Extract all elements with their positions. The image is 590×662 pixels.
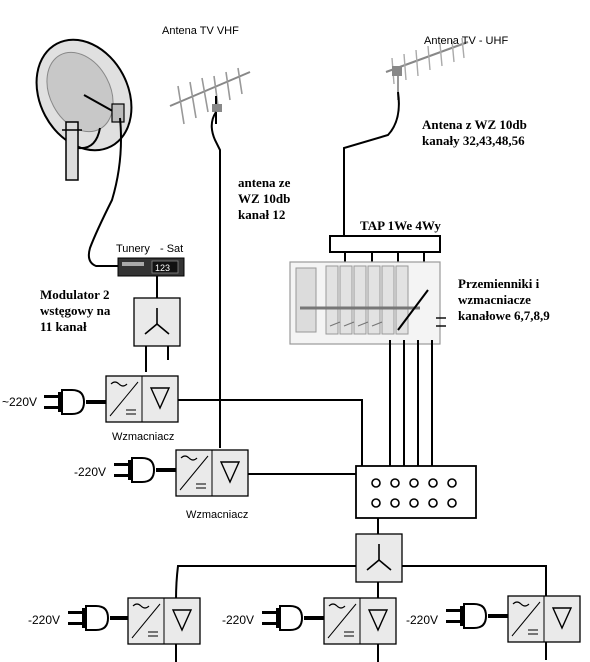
modulator-note-line2: wstęgowy na <box>40 303 111 318</box>
power-plug-icon-5 <box>445 603 487 629</box>
uhf-antenna-label: Antena TV - UHF <box>424 35 508 47</box>
amplifier-icon-1 <box>105 375 179 423</box>
vhf-note-line1: antena ze <box>238 175 291 190</box>
power-label-2: -220V <box>74 465 106 479</box>
amplifier-icon-4 <box>323 597 397 645</box>
vhf-antenna-label: Antena TV VHF <box>162 25 239 37</box>
power-plug-icon-4 <box>261 605 303 631</box>
amplifier-label-2: Wzmacniacz <box>186 509 248 521</box>
tap-label: TAP 1We 4Wy <box>360 218 441 233</box>
vhf-note-line3: kanał 12 <box>238 207 285 222</box>
power-plug-icon-2 <box>113 457 155 483</box>
power-label-4: -220V <box>222 613 254 627</box>
amplifier-label-1: Wzmacniacz <box>112 431 174 443</box>
channel-converter-rack <box>289 261 446 345</box>
sat-label: - Sat <box>160 243 183 255</box>
tap-splitter <box>329 235 441 253</box>
amplifier-icon-3 <box>127 597 201 645</box>
power-plug-icon-3 <box>67 605 109 631</box>
vhf-note-line2: WZ 10db <box>238 191 290 206</box>
converters-note-line1: Przemienniki i <box>458 276 540 291</box>
tuner-label: Tunery <box>116 243 150 255</box>
vhf-yagi-antenna-icon <box>169 67 251 125</box>
satellite-dish-icon <box>35 38 133 181</box>
power-plug-icon-1 <box>43 389 85 415</box>
converters-note-line3: kanałowe 6,7,8,9 <box>458 308 550 323</box>
amplifier-icon-5 <box>507 595 581 643</box>
power-label-5: -220V <box>406 613 438 627</box>
modulator-note-line3: 11 kanał <box>40 319 87 334</box>
distribution-splitter-icon <box>355 533 403 583</box>
modulator-splitter-icon <box>133 297 181 347</box>
converters-note-line2: wzmacniacze <box>458 292 531 307</box>
power-label-1: ~220V <box>2 395 37 409</box>
uhf-yagi-antenna-icon <box>385 37 469 100</box>
combiner-box <box>355 465 477 519</box>
power-label-3: -220V <box>28 613 60 627</box>
uhf-note-line1: Antena z WZ 10db <box>422 117 527 132</box>
tuner-display: 123 <box>155 263 170 273</box>
satellite-tuner: 123 <box>117 257 185 277</box>
amplifier-icon-2 <box>175 449 249 497</box>
uhf-note-line2: kanały 32,43,48,56 <box>422 133 525 148</box>
modulator-note-line1: Modulator 2 <box>40 287 109 302</box>
